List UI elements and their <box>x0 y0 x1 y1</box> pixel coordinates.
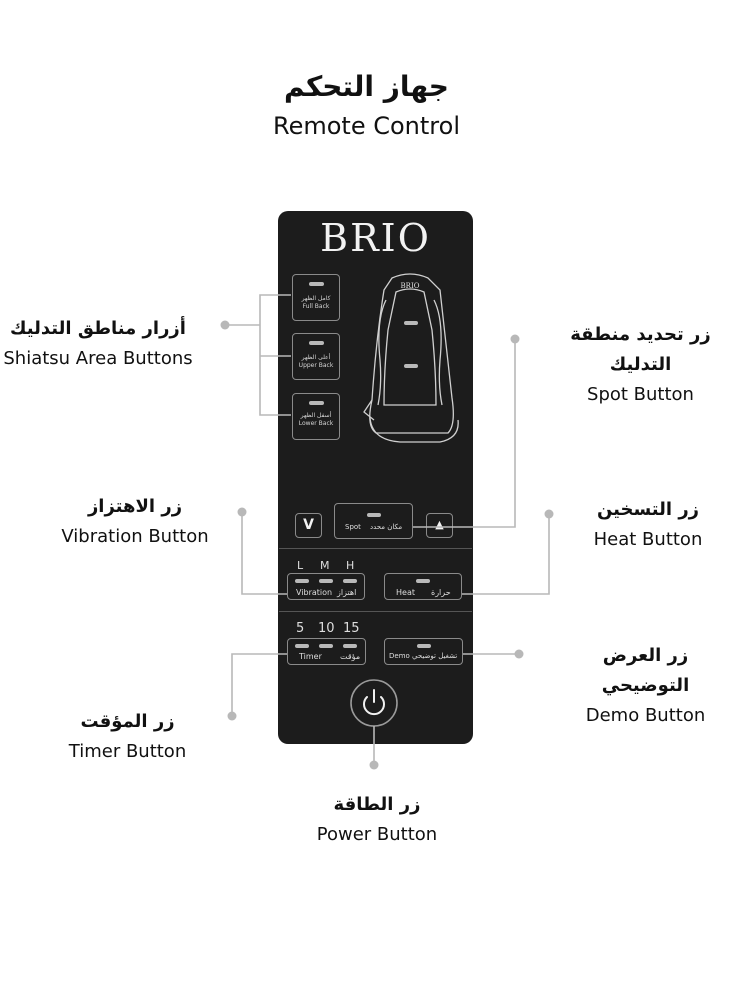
lower-back-led <box>309 401 324 405</box>
up-arrow-icon: ▲ <box>435 518 444 531</box>
heat-label-arabic: حرارة <box>431 588 451 597</box>
vibration-level-low: L <box>297 559 304 572</box>
timer-led-15 <box>343 644 357 648</box>
timer-value-15: 15 <box>343 621 360 636</box>
timer-led-5 <box>295 644 309 648</box>
callout-timer-arabic: زر المؤقت <box>80 711 175 732</box>
lower-back-label-english: Lower Back <box>298 420 334 427</box>
callout-heat-english: Heat Button <box>593 529 703 550</box>
dot-heat <box>544 509 554 519</box>
callout-spot: زر تحديد منطقة التدليك Spot Button <box>548 320 733 410</box>
vibration-label-english: Vibration <box>296 588 333 597</box>
demo-label-english: Demo <box>389 652 410 660</box>
upper-back-label-arabic: أعلى الظهر <box>301 354 331 361</box>
callout-shiatsu-english: Shiatsu Area Buttons <box>3 348 193 369</box>
demo-label-arabic: تشغيل توضيحي <box>412 652 458 660</box>
callout-shiatsu-arabic: أزرار مناطق التدليك <box>10 318 186 339</box>
dot-spot <box>510 334 520 344</box>
timer-value-10: 10 <box>318 621 335 636</box>
timer-led-10 <box>319 644 333 648</box>
down-button[interactable]: V <box>295 513 322 538</box>
spot-label-arabic: مكان محدد <box>370 523 403 531</box>
vibration-led-high <box>343 579 357 583</box>
vibration-label-arabic: اهتزاز <box>337 588 357 597</box>
callout-demo-arabic: زر العرض التوضيحي <box>601 645 690 696</box>
callout-spot-arabic: زر تحديد منطقة التدليك <box>570 324 711 375</box>
dot-shiatsu <box>220 320 230 330</box>
timer-button[interactable]: Timer مؤقت <box>287 638 366 665</box>
lower-back-label-arabic: أسفل الظهر <box>300 412 332 419</box>
upper-back-label-english: Upper Back <box>298 362 334 369</box>
callout-heat: زر التسخين Heat Button <box>575 495 721 555</box>
demo-led <box>417 644 431 648</box>
spot-button[interactable]: Spot مكان محدد <box>334 503 413 539</box>
divider-2 <box>279 611 472 612</box>
dot-timer <box>227 711 237 721</box>
callout-vibration: زر الاهتزاز Vibration Button <box>50 492 220 552</box>
vibration-led-low <box>295 579 309 583</box>
callout-demo-english: Demo Button <box>585 705 706 726</box>
full-back-label-english: Full Back <box>302 303 330 310</box>
up-button[interactable]: ▲ <box>426 513 453 538</box>
timer-label-arabic: مؤقت <box>340 652 361 661</box>
vibration-level-medium: M <box>320 559 330 572</box>
full-back-led <box>309 282 324 286</box>
callout-power-arabic: زر الطاقة <box>333 794 421 815</box>
leader-heat <box>462 514 550 595</box>
down-arrow-icon: V <box>303 517 314 533</box>
title-english: Remote Control <box>273 112 460 140</box>
spot-led <box>367 513 381 517</box>
dot-vibration <box>237 507 247 517</box>
spot-label-english: Spot <box>345 523 361 531</box>
heat-label-english: Heat <box>396 588 415 597</box>
callout-vibration-english: Vibration Button <box>61 526 209 547</box>
vibration-led-medium <box>319 579 333 583</box>
callout-power: زر الطاقة Power Button <box>294 790 460 850</box>
divider-1 <box>279 548 472 549</box>
vibration-level-high: H <box>346 559 355 572</box>
dot-demo <box>514 649 524 659</box>
timer-label-english: Timer <box>299 652 322 661</box>
lower-back-button[interactable]: أسفل الظهر Lower Back <box>292 393 340 440</box>
full-back-button[interactable]: كامل الظهر Full Back <box>292 274 340 321</box>
title-arabic: جهاز التحكم <box>283 70 449 103</box>
callout-shiatsu: أزرار مناطق التدليك Shiatsu Area Buttons <box>0 314 196 374</box>
callout-timer-english: Timer Button <box>68 741 187 762</box>
callout-power-english: Power Button <box>316 824 438 845</box>
power-button[interactable] <box>350 679 398 727</box>
heat-button[interactable]: Heat حرارة <box>384 573 462 600</box>
brand-logo: BRIO <box>320 216 431 260</box>
timer-value-5: 5 <box>296 621 305 636</box>
callout-spot-english: Spot Button <box>587 384 694 405</box>
callout-vibration-arabic: زر الاهتزاز <box>87 496 183 517</box>
callout-heat-arabic: زر التسخين <box>596 499 700 520</box>
demo-button[interactable]: Demo تشغيل توضيحي <box>384 638 463 665</box>
upper-back-led <box>309 341 324 345</box>
dot-power <box>369 760 379 770</box>
full-back-label-arabic: كامل الظهر <box>301 295 331 302</box>
vibration-button[interactable]: Vibration اهتزاز <box>287 573 365 600</box>
callout-timer: زر المؤقت Timer Button <box>55 707 200 767</box>
callout-demo: زر العرض التوضيحي Demo Button <box>558 641 733 731</box>
heat-led <box>416 579 430 583</box>
upper-back-button[interactable]: أعلى الظهر Upper Back <box>292 333 340 380</box>
